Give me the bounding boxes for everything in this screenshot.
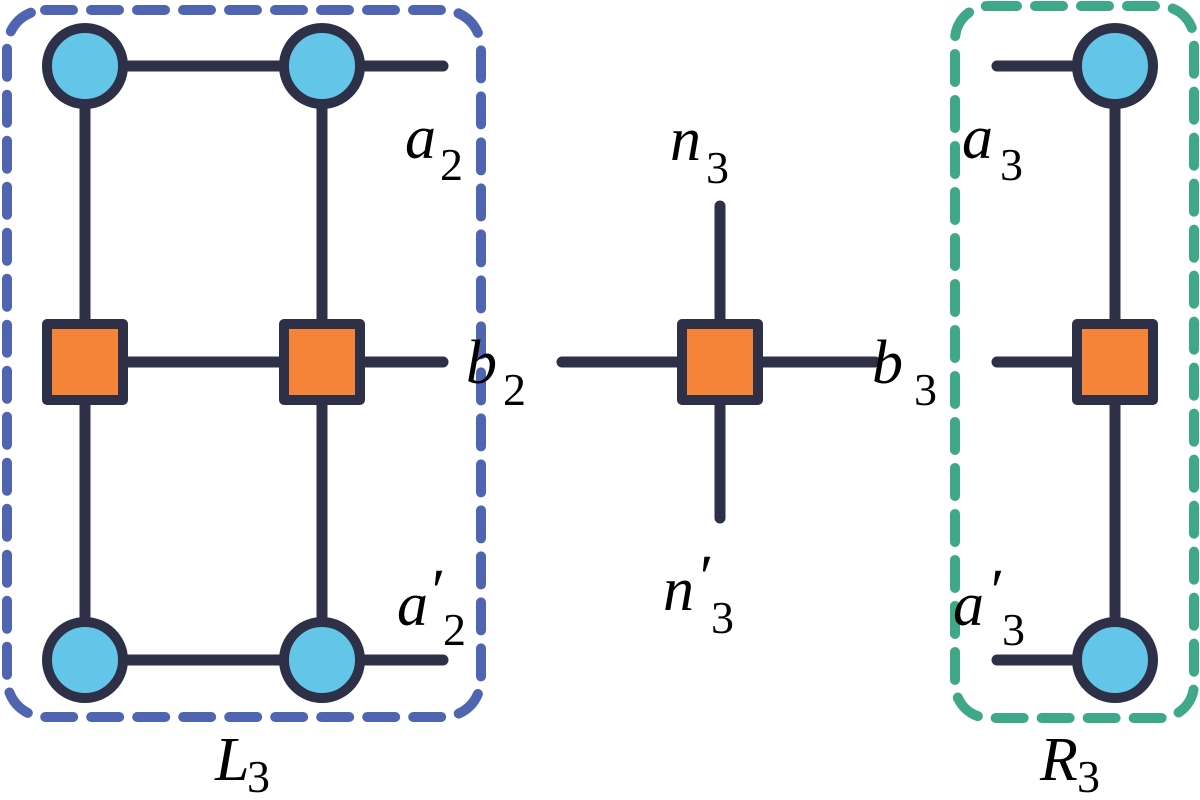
label-a3-prime: a ′ 3 bbox=[953, 558, 1025, 655]
svg-text:′: ′ bbox=[696, 544, 711, 612]
svg-text:3: 3 bbox=[706, 142, 729, 193]
svg-text:n: n bbox=[663, 556, 694, 624]
label-a2: a 2 bbox=[405, 104, 463, 190]
circle-node-r-top bbox=[1072, 23, 1158, 109]
group-label-r3: R 3 bbox=[1039, 726, 1100, 800]
circle-node-r-bot bbox=[1072, 617, 1158, 703]
label-a3: a 3 bbox=[962, 104, 1023, 190]
group-box-l3 bbox=[2, 5, 486, 722]
svg-text:3: 3 bbox=[1077, 751, 1100, 800]
circle-node-l-bot-2 bbox=[279, 617, 365, 703]
svg-text:3: 3 bbox=[914, 364, 937, 415]
square-node-l-mid-1 bbox=[42, 319, 128, 405]
svg-text:n: n bbox=[670, 106, 701, 174]
svg-text:′: ′ bbox=[428, 558, 443, 626]
svg-text:L: L bbox=[214, 726, 249, 794]
circle-node-l-top-2 bbox=[279, 23, 365, 109]
svg-text:3: 3 bbox=[1000, 139, 1023, 190]
circle-node-l-bot-1 bbox=[42, 617, 128, 703]
svg-text:b: b bbox=[466, 329, 497, 397]
svg-text:a: a bbox=[397, 571, 428, 639]
label-b2: b 2 bbox=[466, 329, 526, 415]
svg-text:a: a bbox=[405, 104, 436, 172]
square-node-l-mid-2 bbox=[279, 319, 365, 405]
group-box-r3 bbox=[950, 1, 1199, 723]
label-a2-prime: a ′ 2 bbox=[397, 558, 466, 655]
label-n3: n 3 bbox=[670, 106, 729, 193]
label-n3-prime: n ′ 3 bbox=[663, 544, 734, 643]
circle-node-l-top-1 bbox=[42, 23, 128, 109]
square-node-center bbox=[677, 319, 763, 405]
svg-text:′: ′ bbox=[987, 558, 1002, 626]
svg-text:2: 2 bbox=[503, 364, 526, 415]
label-b3: b 3 bbox=[872, 329, 937, 415]
svg-text:2: 2 bbox=[440, 139, 463, 190]
svg-text:3: 3 bbox=[247, 751, 270, 800]
svg-text:3: 3 bbox=[711, 592, 734, 643]
svg-text:2: 2 bbox=[443, 604, 466, 655]
svg-text:a: a bbox=[953, 571, 984, 639]
square-node-r-mid bbox=[1072, 319, 1158, 405]
svg-text:3: 3 bbox=[1002, 604, 1025, 655]
svg-text:a: a bbox=[962, 104, 993, 172]
svg-text:R: R bbox=[1039, 726, 1078, 794]
group-label-l3: L 3 bbox=[214, 726, 270, 800]
svg-text:b: b bbox=[872, 329, 903, 397]
